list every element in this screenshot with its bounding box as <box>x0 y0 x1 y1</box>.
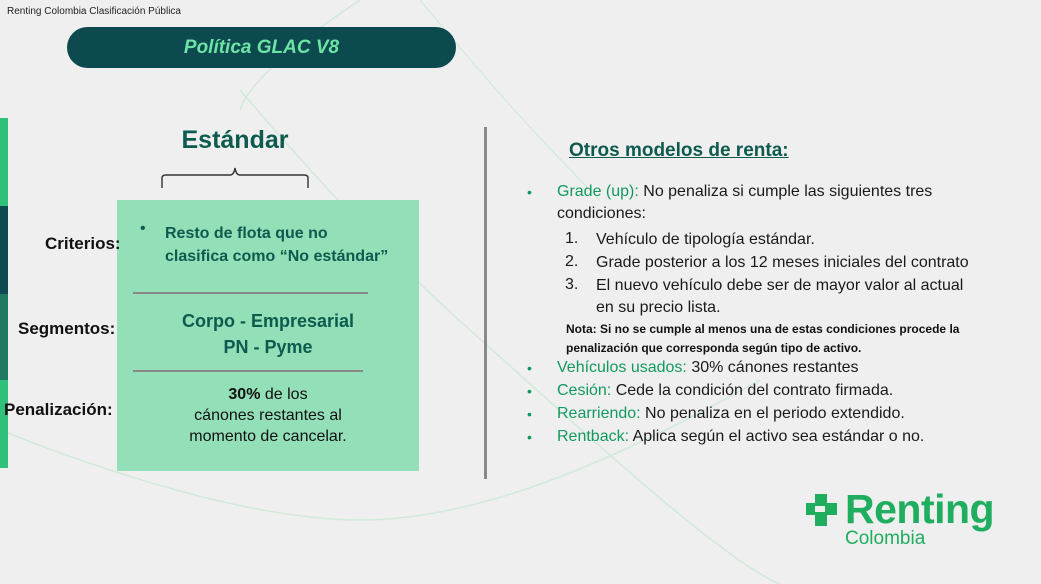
condition-text: Grade posterior a los 12 meses iniciales… <box>596 254 969 271</box>
logo-subtitle: Colombia <box>845 528 926 549</box>
condition-number: 1. <box>565 230 579 247</box>
item-grade-key: Grade (up): <box>557 183 639 200</box>
bullet-dot: • <box>527 429 532 445</box>
condition-3-line-1: El nuevo vehículo debe ser de mayor valo… <box>596 277 964 294</box>
other-models-heading: Otros modelos de renta: <box>569 140 789 161</box>
standard-heading: Estándar <box>181 126 289 154</box>
side-accent-bar-1 <box>0 118 8 206</box>
penalizacion-line-1-rest: de los <box>260 386 308 403</box>
item-grade-text: No penaliza si cumple las siguientes tre… <box>638 183 933 200</box>
bullet-dot: • <box>527 360 532 376</box>
renting-logo-icon <box>806 494 837 526</box>
item-rentback-key: Rentback: <box>557 428 630 445</box>
note-line-2: penalización que corresponda según tipo … <box>566 341 862 355</box>
penalizacion-text: 30% de los cánones restantes al momento … <box>117 384 419 447</box>
criterios-text: Resto de flota que no clasifica como “No… <box>165 222 410 268</box>
item-cesion-text: Cede la condición del contrato firmada. <box>611 382 894 399</box>
item-rentback-text: Aplica según el activo sea estándar o no… <box>629 428 925 445</box>
segmentos-label: Segmentos: <box>18 319 116 338</box>
note-text: Nota: Si no se cumple al menos una de es… <box>566 320 1006 358</box>
condition-text: El nuevo vehículo debe ser de mayor valo… <box>596 275 1016 319</box>
penalizacion-line-2: cánones restantes al <box>194 407 342 424</box>
vertical-divider <box>484 127 487 479</box>
segmentos-text: Corpo - Empresarial PN - Pyme <box>117 308 419 360</box>
item-vehiculos: Vehículos usados: 30% cánones restantes <box>557 357 859 379</box>
divider-1 <box>133 292 368 294</box>
item-rearriendo-text: No penaliza en el periodo extendido. <box>640 405 905 422</box>
classification-label: Renting Colombia Clasificación Pública <box>7 6 181 17</box>
condition-number: 2. <box>565 253 579 270</box>
criterios-line-2: clasifica como “No estándar” <box>165 248 389 265</box>
condition-text: Vehículo de tipología estándar. <box>596 231 815 248</box>
note-line-1: Nota: Si no se cumple al menos una de es… <box>566 322 960 336</box>
criterios-bullet: • <box>140 220 146 237</box>
brace-decoration <box>161 167 309 188</box>
item-vehiculos-text: 30% cánones restantes <box>686 359 859 376</box>
item-cesion: Cesión: Cede la condición del contrato f… <box>557 380 893 402</box>
criterios-label: Criterios: <box>45 234 121 253</box>
penalizacion-line-3: momento de cancelar. <box>189 428 347 445</box>
bullet-dot: • <box>527 383 532 399</box>
condition-3-line-2: en su precio lista. <box>596 299 721 316</box>
side-accent-bar-4 <box>0 380 8 468</box>
segmentos-line-2: PN - Pyme <box>223 337 313 357</box>
item-vehiculos-key: Vehículos usados: <box>557 359 687 376</box>
bullet-dot: • <box>527 406 532 422</box>
logo-wordmark: Renting <box>845 486 995 532</box>
item-grade: Grade (up): No penaliza si cumple las si… <box>557 181 1017 225</box>
standard-box <box>117 200 419 471</box>
divider-2 <box>133 370 363 372</box>
side-accent-bar-3 <box>0 294 8 380</box>
item-cesion-key: Cesión: <box>557 382 612 399</box>
bullet-dot: • <box>527 184 532 200</box>
item-grade-text-2: condiciones: <box>557 205 646 222</box>
segmentos-line-1: Corpo - Empresarial <box>181 311 355 331</box>
item-rearriendo: Rearriendo: No penaliza en el periodo ex… <box>557 403 905 425</box>
penalizacion-line-1: 30% de los <box>117 384 419 405</box>
criterios-line-1: Resto de flota que no <box>165 225 328 242</box>
item-rearriendo-key: Rearriendo: <box>557 405 641 422</box>
item-rentback: Rentback: Aplica según el activo sea est… <box>557 426 924 448</box>
side-accent-bar-2 <box>0 206 8 294</box>
title-banner: Política GLAC V8 <box>67 27 456 68</box>
condition-number: 3. <box>565 276 579 293</box>
page-title: Política GLAC V8 <box>183 36 340 58</box>
penalizacion-percent: 30% <box>228 386 261 403</box>
penalizacion-label: Penalización: <box>4 400 113 419</box>
